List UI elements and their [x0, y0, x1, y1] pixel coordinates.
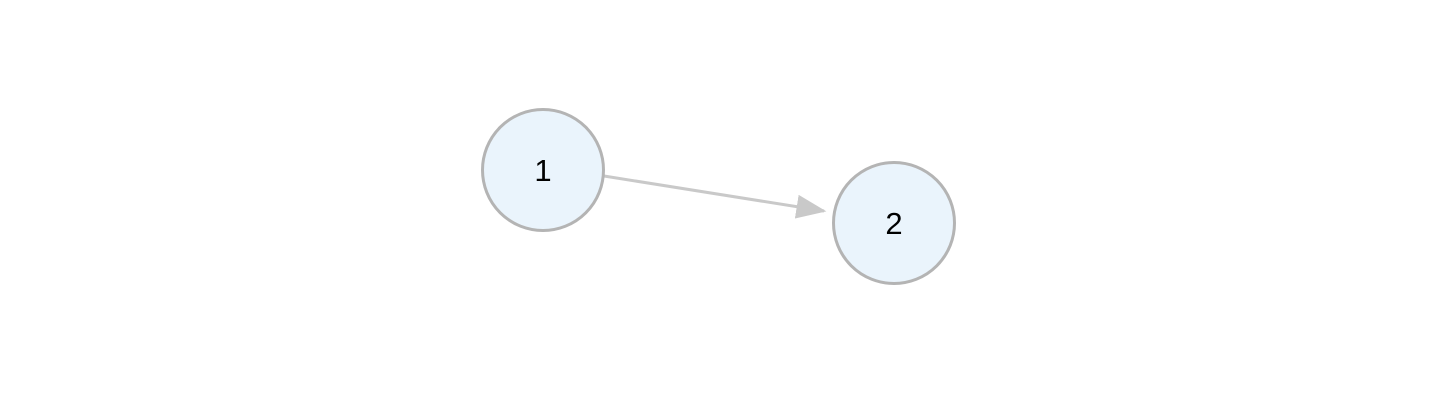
edge-1-to-2[interactable]: [603, 174, 827, 219]
graph-node-1[interactable]: 1: [481, 108, 605, 232]
node-label: 1: [534, 152, 552, 188]
node-label: 2: [885, 205, 903, 241]
graph-node-2[interactable]: 2: [832, 161, 956, 285]
edge-line[interactable]: [603, 174, 827, 219]
